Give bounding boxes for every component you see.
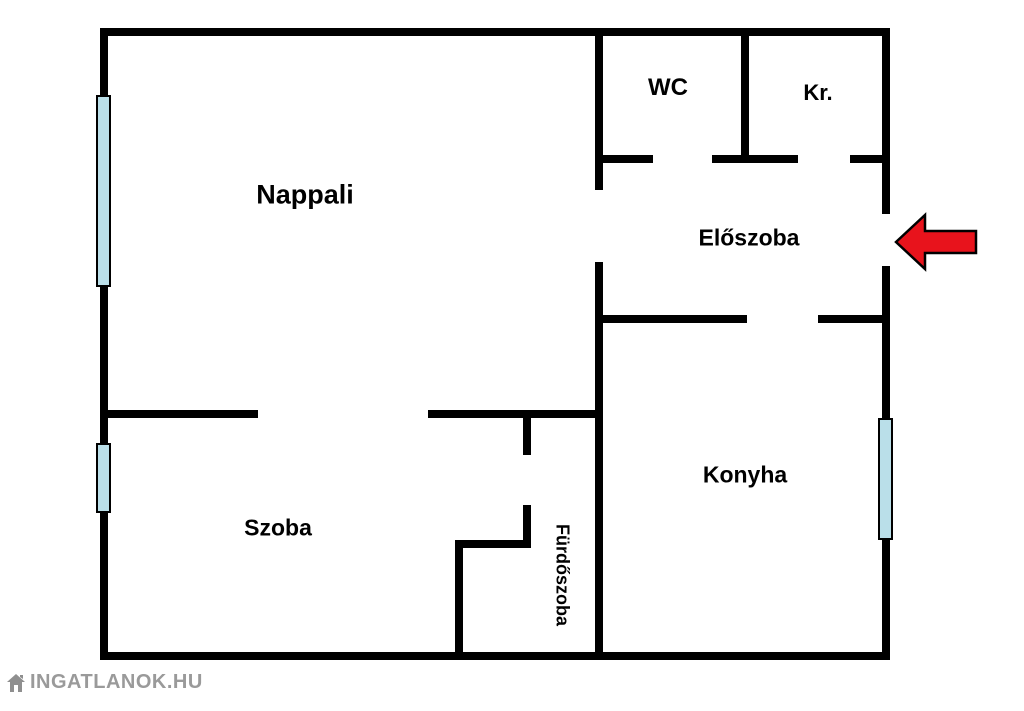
wall-bath-stub-upper — [523, 410, 531, 455]
wall-right-upper — [882, 28, 890, 214]
window-konyha — [878, 418, 893, 540]
wall-nappali-divider-upper — [595, 28, 603, 190]
wall-nappali-divider-lower — [595, 262, 603, 660]
wall-szoba-top-a — [100, 410, 258, 418]
wall-below-wc-segment-a — [595, 155, 653, 163]
room-label-konyha: Konyha — [702, 461, 788, 488]
house-icon — [7, 673, 25, 692]
watermark-text: INGATLANOK.HU — [30, 671, 203, 693]
wall-top — [100, 28, 890, 36]
wall-eloszoba-bottom-a — [595, 315, 747, 323]
wall-below-wc-segment-b — [712, 155, 798, 163]
wall-wc-kr-divider — [741, 28, 749, 163]
room-label-kr: Kr. — [803, 80, 833, 105]
window-nappali — [96, 95, 111, 287]
wall-bath-jog — [455, 540, 531, 548]
watermark: INGATLANOK.HU — [6, 671, 203, 694]
wall-eloszoba-bottom-b — [818, 315, 890, 323]
window-szoba — [96, 443, 111, 513]
room-label-szoba: Szoba — [244, 514, 312, 541]
entrance-arrow-icon — [894, 212, 978, 272]
wall-left — [100, 28, 108, 660]
room-label-furdoszoba: Fürdőszoba — [552, 524, 573, 626]
room-label-eloszoba: Előszoba — [698, 224, 800, 251]
wall-bottom — [100, 652, 890, 660]
wall-szoba-top-b — [428, 410, 603, 418]
room-label-wc: WC — [648, 74, 688, 101]
wall-below-kr-segment-c — [850, 155, 890, 163]
wall-bath-stub-lower — [523, 505, 531, 548]
room-label-nappali: Nappali — [256, 179, 354, 210]
wall-bath-left — [455, 540, 463, 660]
